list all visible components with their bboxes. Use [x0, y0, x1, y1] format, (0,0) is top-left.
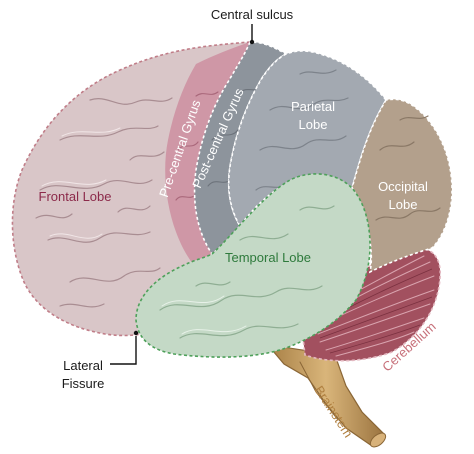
frontal-lobe-label: Frontal Lobe [39, 189, 112, 204]
lateral-fissure-label-line1: Lateral [63, 358, 103, 373]
central-sulcus-label: Central sulcus [211, 7, 294, 22]
frontal-lobe [11, 41, 251, 337]
parietal-lobe-label-line2: Lobe [299, 117, 328, 132]
temporal-lobe [135, 173, 371, 358]
lateral-fissure-label-line2: Fissure [62, 376, 105, 391]
central-sulcus-leader [249, 24, 255, 45]
temporal-lobe-label: Temporal Lobe [225, 250, 311, 265]
occipital-lobe-label-line1: Occipital [378, 179, 428, 194]
occipital-lobe-label-line2: Lobe [389, 197, 418, 212]
parietal-lobe-label-line1: Parietal [291, 99, 335, 114]
lateral-fissure-leader [110, 330, 139, 365]
